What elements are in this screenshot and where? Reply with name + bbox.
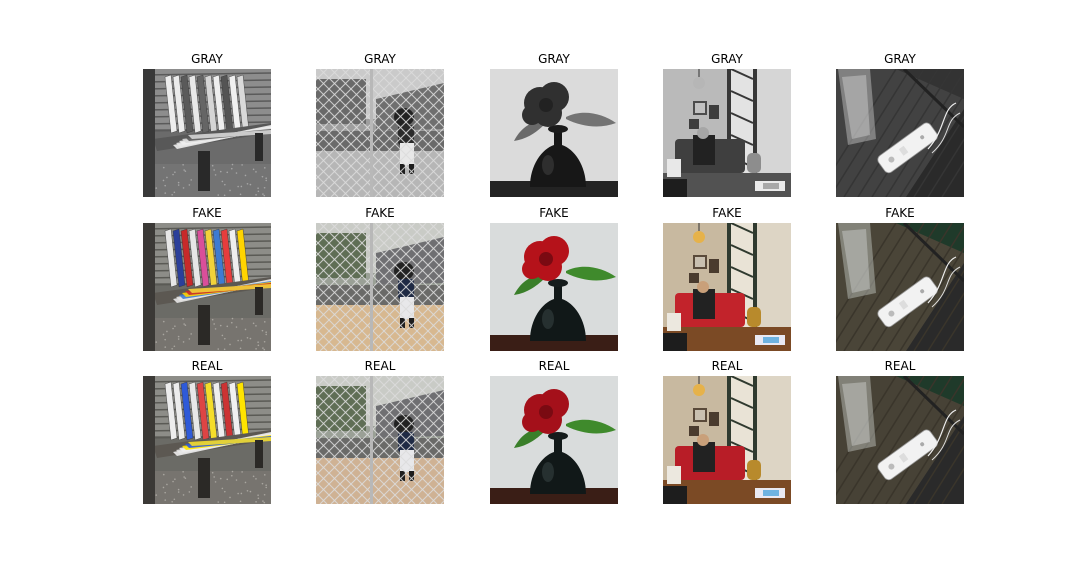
panel-real-wii-remote: REAL [836, 359, 964, 504]
panel-title: GRAY [191, 52, 223, 66]
panel-gray-ski-bench: GRAY [143, 52, 271, 197]
panel-fake-fence-baseball: FAKE [316, 206, 444, 351]
flower-vase-image [490, 69, 618, 197]
panel-real-flower-vase: REAL [490, 359, 618, 504]
panel-title: REAL [538, 359, 570, 373]
panel-title: GRAY [884, 52, 916, 66]
living-room-image [663, 376, 791, 504]
wii-remote-image [836, 69, 964, 197]
panel-real-ski-bench: REAL [143, 359, 271, 504]
flower-vase-image [490, 223, 618, 351]
panel-fake-living-room: FAKE [663, 206, 791, 351]
fence-baseball-image [316, 376, 444, 504]
panel-title: GRAY [711, 52, 743, 66]
panel-title: FAKE [712, 206, 742, 220]
panel-title: REAL [884, 359, 916, 373]
panel-title: FAKE [192, 206, 222, 220]
panel-fake-flower-vase: FAKE [490, 206, 618, 351]
panel-title: REAL [711, 359, 743, 373]
panel-title: GRAY [538, 52, 570, 66]
fence-baseball-image [316, 223, 444, 351]
panel-gray-fence-baseball: GRAY [316, 52, 444, 197]
living-room-image [663, 223, 791, 351]
panel-title: FAKE [885, 206, 915, 220]
panel-title: GRAY [364, 52, 396, 66]
ski-bench-image [143, 376, 271, 504]
wii-remote-image [836, 223, 964, 351]
panel-title: FAKE [365, 206, 395, 220]
panel-fake-wii-remote: FAKE [836, 206, 964, 351]
panel-gray-living-room: GRAY [663, 52, 791, 197]
panel-real-living-room: REAL [663, 359, 791, 504]
wii-remote-image [836, 376, 964, 504]
fence-baseball-image [316, 69, 444, 197]
ski-bench-image [143, 223, 271, 351]
panel-gray-flower-vase: GRAY [490, 52, 618, 197]
panel-title: FAKE [539, 206, 569, 220]
panel-gray-wii-remote: GRAY [836, 52, 964, 197]
panel-real-fence-baseball: REAL [316, 359, 444, 504]
flower-vase-image [490, 376, 618, 504]
panel-title: REAL [364, 359, 396, 373]
panel-fake-ski-bench: FAKE [143, 206, 271, 351]
living-room-image [663, 69, 791, 197]
panel-title: REAL [191, 359, 223, 373]
ski-bench-image [143, 69, 271, 197]
